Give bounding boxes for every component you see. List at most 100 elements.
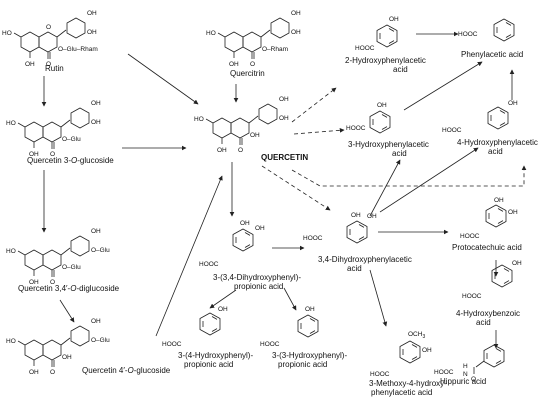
label-quercetin-4-glucoside: Quercetin 4′-O-glucoside (82, 366, 171, 375)
atom-ho: HO (2, 30, 12, 37)
atom-ho: HO (206, 30, 216, 37)
atom-oh: OH (218, 306, 228, 313)
atom-o-glu: O–Glu (62, 264, 81, 271)
label-quercetin-34-diglucoside: Quercetin 3,4′-O-diglucoside (18, 284, 120, 293)
atom-o: O (50, 151, 55, 158)
atom-hooc: HOOC (434, 369, 454, 376)
arrow-quercetin-to-hpa3 (293, 127, 345, 135)
atom-hooc: HOOC (442, 127, 462, 134)
atom-oh: OH (91, 100, 101, 107)
atom-o-glu: O–Glu (62, 136, 81, 143)
atom-oh: OH (250, 132, 260, 139)
label-phenylacetic-acid: Phenylacetic acid (461, 50, 523, 59)
atom-o: O (250, 61, 255, 68)
arrow-dhpa-to-hpa3 (369, 159, 401, 217)
protocatechuic-acid-structure: OH OH HOOC (460, 197, 518, 240)
atom-oh: OH (229, 61, 239, 68)
atom-o-glu: O–Glu (91, 337, 110, 344)
atom-oh: OH (29, 369, 39, 376)
3-methoxy-4-hydroxyphenylacetic-acid-structure: OCH3 OH HOOC (370, 331, 432, 378)
rutin-structure: HO OH O O OH OH O–Glu–Rham (2, 10, 98, 68)
atom-oh: OH (29, 279, 39, 286)
arrows-solid (41, 31, 515, 349)
atom-oh: OH (279, 96, 289, 103)
arrow-hpa3-to-paa (403, 61, 483, 111)
atom-oh: OH (91, 228, 101, 235)
atom-ho: HO (6, 338, 16, 345)
atom-oh: OH (62, 354, 72, 361)
arrow-dhpa-to-mhpa (369, 269, 388, 327)
arrows-dashed (261, 87, 527, 211)
atom-o: O (471, 376, 476, 383)
arrow-quercetin-to-dhpa (261, 165, 331, 211)
atom-oh: OH (87, 10, 97, 17)
quercetin-34-diglucoside-structure: HO OH O OH O–Glu O–Glu (6, 228, 110, 286)
atom-oh: OH (305, 306, 315, 313)
atom-oh: OH (367, 213, 377, 220)
quercitrin-structure: HO OH O OH OH O–Rham (206, 10, 301, 68)
arrow-dhpp-to-hpp4 (209, 289, 237, 309)
label-protocatechuic-acid: Protocatechuic acid (452, 243, 522, 252)
atom-hooc: HOOC (458, 31, 478, 38)
atom-hooc: HOOC (370, 371, 390, 378)
4-hydroxyphenyl-propionic-acid-structure: OH HOOC (162, 306, 228, 348)
atom-hooc: HOOC (162, 341, 182, 348)
atom-oh: OH (351, 212, 361, 219)
atom-ho: HO (6, 120, 16, 127)
label-hippuric-acid: Hippuric acid (440, 377, 486, 386)
atom-hooc: HOOC (355, 45, 375, 52)
atom-oh: OH (91, 318, 101, 325)
label-quercitrin: Quercitrin (230, 69, 265, 78)
atom-n: N (463, 371, 468, 378)
arrow-dhpp-to-hpp3 (283, 287, 297, 311)
arrow-rutin-to-quercetin (127, 53, 199, 105)
atom-oh: OH (291, 29, 301, 36)
atom-hooc: HOOC (303, 235, 323, 242)
label-rutin: Rutin (45, 64, 64, 73)
atom-oh: OH (91, 119, 101, 126)
arrow-q4g-to-quercetin (155, 175, 223, 337)
4-hydroxybenzoic-acid-structure: OH HOOC (462, 260, 522, 300)
atom-o: O (50, 369, 55, 376)
atom-oh: OH (255, 225, 265, 232)
atom-oh: OH (217, 147, 227, 154)
atom-o-glu: O–Glu (91, 247, 110, 254)
arrow-q34dg-to-q4g (59, 299, 75, 323)
2-hydroxyphenylacetic-acid-structure: OH HOOC (355, 16, 399, 52)
atom-och3: OCH3 (408, 331, 425, 340)
34-dihydroxyphenyl-propionic-acid-structure: OH OH HOOC (199, 220, 265, 268)
label-quercetin: QUERCETIN (261, 153, 308, 162)
3-hydroxyphenylacetic-acid-structure: OH HOOC (346, 102, 391, 134)
atom-ho: HO (194, 116, 204, 123)
phenylacetic-acid-structure: HOOC (458, 18, 515, 42)
quercetin-3-glucoside-structure: HO OH O OH OH O–Glu (6, 100, 101, 158)
arrow-quercetin-to-hpa2 (291, 87, 337, 123)
4-hydroxyphenylacetic-acid-structure: OH HOOC (442, 100, 518, 134)
atom-o: O (238, 147, 243, 154)
atom-ho: HO (6, 248, 16, 255)
quercetin-4-glucoside-structure: HO OH O OH O–Glu OH (6, 318, 110, 376)
label-34-dihydroxyphenyl-propionic-acid: 3-(3,4-Dihydroxyphenyl)-propionic acid (213, 273, 301, 291)
quercetin-structure: HO OH O OH OH OH (194, 96, 289, 154)
atom-oh: OH (377, 102, 387, 109)
label-4-hydroxyphenyl-propionic-acid: 3-(4-Hydroxyphenyl)-propionic acid (178, 351, 253, 369)
atom-oh: OH (291, 10, 301, 17)
atom-oh: OH (279, 115, 289, 122)
atom-o: O (46, 61, 51, 68)
atom-oh: OH (87, 29, 97, 36)
label-3-hydroxyphenyl-propionic-acid: 3-(3-Hydroxyphenyl)-propionic acid (272, 351, 347, 369)
3-hydroxyphenyl-propionic-acid-structure: OH HOOC (260, 306, 319, 348)
atom-hooc: HOOC (462, 293, 482, 300)
atom-oh: OH (508, 100, 518, 107)
atom-o: O (46, 24, 51, 31)
atom-oh: OH (422, 347, 432, 354)
atom-hooc: HOOC (199, 261, 219, 268)
atom-hooc: HOOC (346, 125, 366, 132)
34-dihydroxyphenylacetic-acid-structure: OH OH HOOC (303, 212, 377, 244)
atom-oh: OH (29, 151, 39, 158)
